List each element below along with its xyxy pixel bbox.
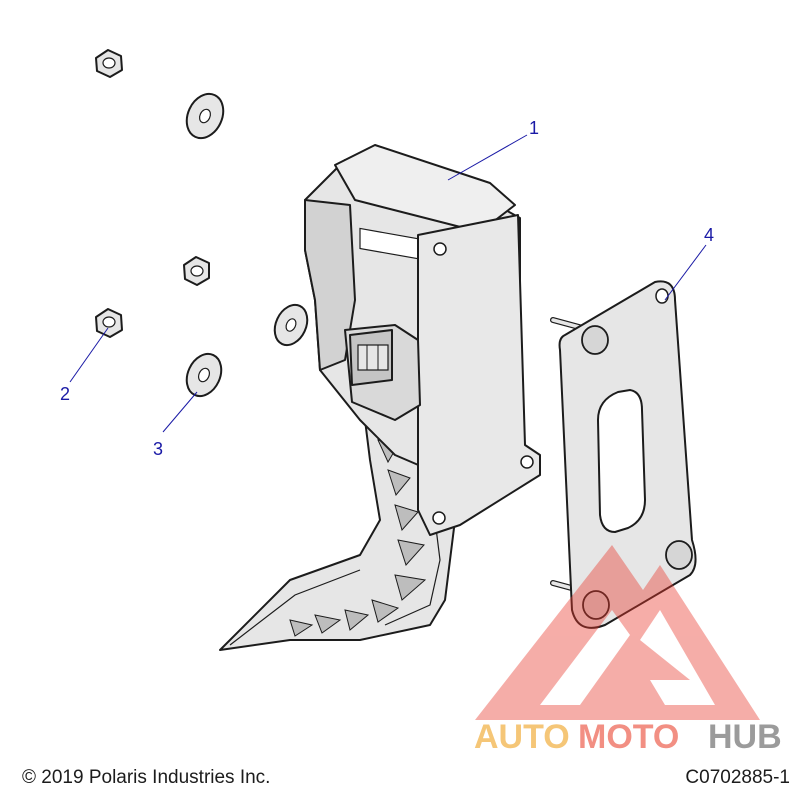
nut-callout-2 <box>95 308 123 338</box>
washer-middle <box>273 303 309 347</box>
pedal-ribbing <box>289 439 427 637</box>
callout-1: 1 <box>447 118 539 181</box>
svg-text:3: 3 <box>153 439 163 459</box>
watermark-text-auto: AUTO <box>474 718 570 756</box>
electrical-connector <box>344 324 421 421</box>
callout-3: 3 <box>153 391 198 459</box>
callout-4: 4 <box>664 225 714 301</box>
svg-text:4: 4 <box>704 225 714 245</box>
washer-top <box>185 92 225 140</box>
copyright-notice: © 2019 Polaris Industries Inc. <box>22 767 271 788</box>
watermark-text-hub: HUB <box>708 718 782 756</box>
drawing-number: C0702885-1 <box>685 767 790 788</box>
washer-callout-3 <box>185 352 223 398</box>
nut-top <box>95 49 123 78</box>
watermark-text-moto: MOTO <box>578 718 679 756</box>
pedal-assembly <box>219 144 541 651</box>
nut-middle <box>183 256 210 286</box>
svg-text:2: 2 <box>60 384 70 404</box>
svg-text:1: 1 <box>529 118 539 138</box>
callout-2: 2 <box>60 327 109 404</box>
watermark-triangle <box>475 545 760 720</box>
spacer-plate <box>550 280 697 629</box>
watermark-logo: AUTO MOTO HUB <box>474 545 782 756</box>
